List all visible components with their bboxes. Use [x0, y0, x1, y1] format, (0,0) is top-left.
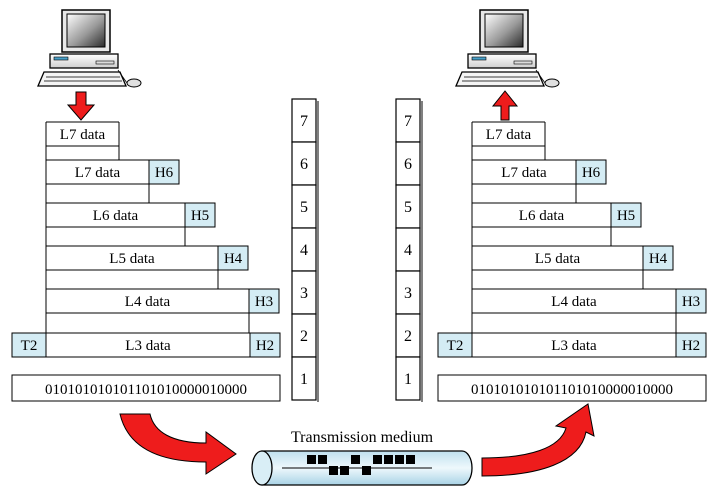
layer-number: 6 [404, 156, 412, 173]
layer-number: 3 [404, 285, 412, 302]
pdu-row: T2 L3 data H2 [11, 332, 281, 358]
receiver-computer-icon [455, 9, 560, 88]
header-label: H6 [582, 165, 601, 181]
data-label: L4 data [551, 294, 597, 310]
layer-number: 6 [300, 156, 308, 173]
layer-number: 5 [404, 199, 412, 216]
header-cell [610, 202, 642, 228]
data-label: L6 data [93, 208, 139, 224]
header-label: H3 [255, 294, 273, 310]
header-cell [675, 332, 707, 358]
header-cell [217, 245, 249, 271]
bit-stream-label: 010101010101101010000010000 [471, 382, 673, 398]
data-label: L6 data [519, 208, 565, 224]
layer-number: 3 [300, 285, 308, 302]
receiver-layer-column: 7 6 5 4 3 2 1 [395, 98, 423, 402]
header-label: H4 [649, 251, 668, 267]
layer-number: 4 [300, 242, 308, 259]
data-label: L7 data [501, 165, 547, 181]
layer-cell-5 [395, 184, 421, 229]
pdu-row: L6 data H5 [471, 202, 642, 228]
signal-waveform-icon [282, 455, 432, 475]
curved-arrow-from-medium-icon [481, 403, 595, 477]
pdu-row: L7 data H6 [471, 159, 607, 185]
layer-cell-3 [291, 270, 317, 315]
layer-cell-6 [395, 141, 421, 186]
layer-cell-3 [395, 270, 421, 315]
bit-stream-label: 010101010101101010000010000 [45, 382, 247, 398]
layer-number: 4 [404, 242, 412, 259]
up-arrow-icon [491, 90, 519, 121]
layer-cell-1 [395, 356, 421, 401]
sender-computer-icon [37, 9, 142, 88]
layer-number: 1 [300, 371, 308, 388]
bit-stream-row: 010101010101101010000010000 [437, 374, 707, 402]
layer-cell-6 [291, 141, 317, 186]
layer-number: 2 [404, 328, 412, 345]
pdu-row: L6 data H5 [45, 202, 216, 228]
data-label: L4 data [125, 294, 171, 310]
pdu-row: L7 data [45, 121, 120, 147]
sender-layer-column: 7 6 5 4 3 2 1 [291, 98, 319, 402]
header-cell [642, 245, 674, 271]
layer-number: 5 [300, 199, 308, 216]
pdu-row: L4 data H3 [45, 288, 280, 314]
header-label: H6 [155, 165, 174, 181]
down-arrow-icon [66, 91, 96, 121]
layer-cell-7 [395, 98, 421, 143]
data-label: L7 data [486, 127, 532, 143]
pdu-row: L7 data [471, 121, 546, 147]
header-cell [675, 288, 707, 314]
data-label: L7 data [60, 127, 106, 143]
data-label: L7 data [75, 165, 121, 181]
pdu-row: L5 data H4 [471, 245, 674, 271]
pdu-row: L7 data H6 [45, 159, 180, 185]
layer-number: 7 [404, 113, 412, 130]
data-label: L3 data [125, 338, 171, 354]
header-label: H5 [617, 208, 635, 224]
curved-arrow-to-medium-icon [119, 413, 237, 475]
transmission-medium-label: Transmission medium [291, 429, 434, 446]
layer-number: 2 [300, 328, 308, 345]
bit-stream-cell [437, 374, 707, 402]
header-label: H2 [682, 338, 700, 354]
header-cell [249, 332, 281, 358]
bit-stream-row: 010101010101101010000010000 [11, 374, 281, 402]
layer-number: 7 [300, 113, 308, 130]
header-cell [575, 159, 607, 185]
data-label: L5 data [109, 251, 155, 267]
trailer-label: T2 [21, 338, 38, 354]
trailer-label: T2 [447, 338, 464, 354]
layer-number: 1 [404, 371, 412, 388]
header-label: H5 [191, 208, 209, 224]
pdu-row: L4 data H3 [471, 288, 707, 314]
trailer-cell [11, 332, 47, 358]
transmission-medium-cable [251, 450, 473, 486]
header-cell [248, 288, 280, 314]
header-label: H4 [224, 251, 243, 267]
header-label: H3 [682, 294, 700, 310]
pdu-row: L5 data H4 [45, 245, 249, 271]
data-label: L3 data [551, 338, 597, 354]
data-label: L5 data [535, 251, 581, 267]
layer-cell-5 [291, 184, 317, 229]
header-label: H2 [256, 338, 274, 354]
pdu-row: T2 L3 data H2 [437, 332, 707, 358]
layer-cell-1 [291, 356, 317, 401]
bit-stream-cell [11, 374, 281, 402]
header-cell [184, 202, 216, 228]
header-cell [148, 159, 180, 185]
